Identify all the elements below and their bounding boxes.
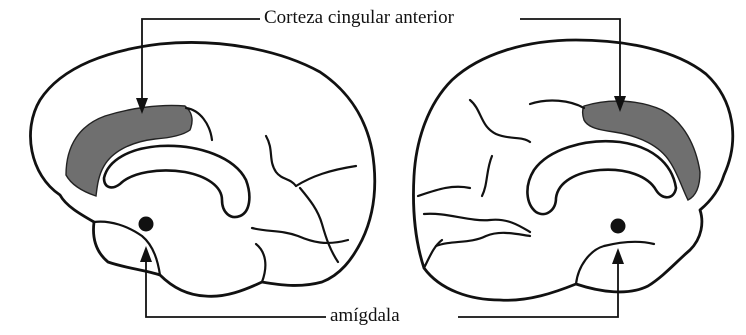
bottom-callout-left-line xyxy=(146,260,330,317)
right-hemisphere xyxy=(413,40,732,300)
bottom-callout-left-arrowhead xyxy=(140,246,152,262)
right-amygdala-dot xyxy=(611,219,626,234)
top-callout-left-line xyxy=(142,19,262,100)
left-corpus-callosum xyxy=(104,146,249,217)
anterior-cingulate-label: Corteza cingular anterior xyxy=(260,7,458,29)
right-sulcus-2 xyxy=(470,100,530,142)
right-corpus-callosum xyxy=(527,141,676,214)
amygdala-label: amígdala xyxy=(326,305,404,327)
top-callout-right-line xyxy=(520,19,620,98)
right-sulcus-5 xyxy=(424,214,530,232)
left-amygdala-dot xyxy=(139,217,154,232)
right-sulcus-3 xyxy=(482,156,492,196)
left-sulcus-2 xyxy=(266,136,296,186)
left-sulcus-4 xyxy=(300,188,338,262)
right-sulcus-1 xyxy=(530,101,584,108)
right-sulcus-4 xyxy=(418,187,470,196)
left-hemisphere xyxy=(30,42,374,296)
left-sulcus-6 xyxy=(256,244,265,282)
right-sulcus-6 xyxy=(436,233,530,246)
left-sulcus-5 xyxy=(252,228,348,243)
left-sulcus-3 xyxy=(296,166,356,186)
bottom-callout-right-arrowhead xyxy=(612,248,624,264)
